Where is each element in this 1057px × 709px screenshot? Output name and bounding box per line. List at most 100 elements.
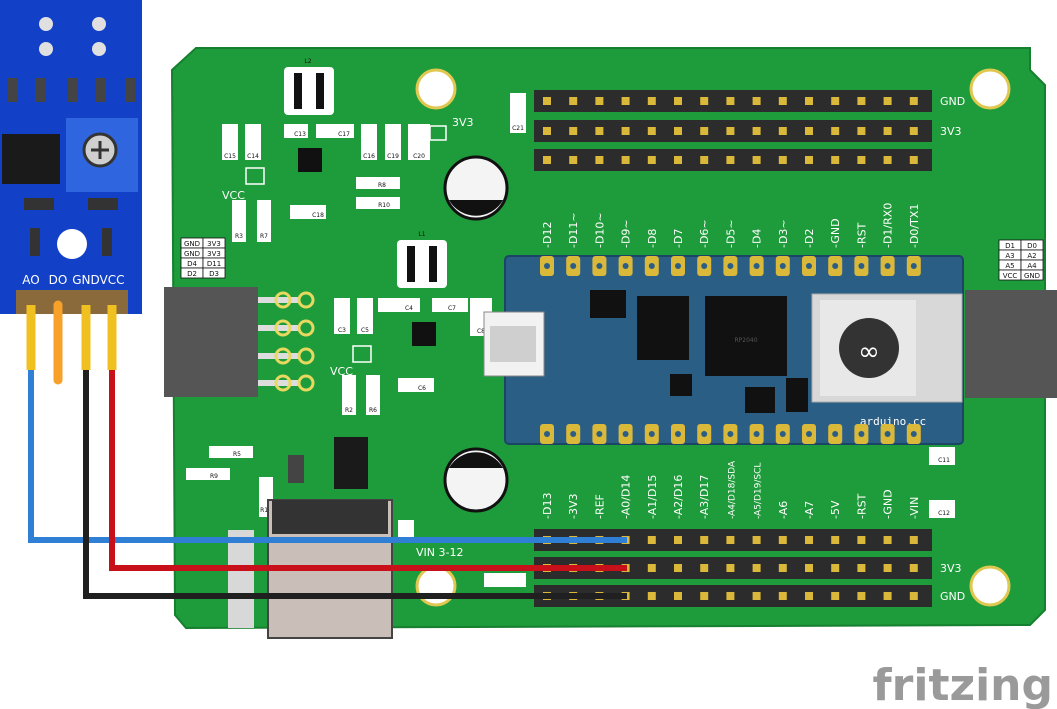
header-pin[interactable] <box>647 156 656 164</box>
header-pin[interactable] <box>778 592 787 600</box>
header-pin[interactable] <box>647 97 656 105</box>
wire-vcc[interactable] <box>107 305 627 571</box>
header-pin[interactable] <box>621 156 630 164</box>
header-pin[interactable] <box>647 564 656 572</box>
wire-ao[interactable] <box>26 305 627 543</box>
header-pin[interactable] <box>569 127 578 135</box>
header-pin[interactable] <box>805 156 813 164</box>
label-l2: L2 <box>304 58 311 65</box>
header-pin[interactable] <box>883 592 892 600</box>
header-pin[interactable] <box>778 127 787 135</box>
header-pin[interactable] <box>909 564 918 572</box>
header-pin[interactable] <box>909 156 918 164</box>
label-vcc-2: VCC <box>330 365 353 378</box>
header-pin[interactable] <box>752 97 761 105</box>
header-pin[interactable] <box>778 536 787 544</box>
header-pin[interactable] <box>831 156 840 164</box>
header-pin[interactable] <box>778 156 787 164</box>
header-pin[interactable] <box>909 536 918 544</box>
header-pin[interactable] <box>543 97 551 105</box>
top-pin-label: -D2 <box>803 229 816 248</box>
header-pin[interactable] <box>543 127 551 135</box>
header-pin[interactable] <box>726 97 735 105</box>
header-pin[interactable] <box>700 536 709 544</box>
header-pin[interactable] <box>752 536 761 544</box>
header-pin[interactable] <box>857 564 866 572</box>
header-pin[interactable] <box>857 127 866 135</box>
header-pin[interactable] <box>752 564 761 572</box>
header-pin[interactable] <box>726 127 735 135</box>
header-pin[interactable] <box>805 127 813 135</box>
header-pin[interactable] <box>700 97 709 105</box>
label-r8: R8 <box>378 182 386 189</box>
label-r3: R3 <box>235 233 243 240</box>
header-pin[interactable] <box>857 592 866 600</box>
header-pin[interactable] <box>674 97 682 105</box>
header-pin[interactable] <box>621 127 630 135</box>
header-pin[interactable] <box>726 156 735 164</box>
header-pin[interactable] <box>674 536 682 544</box>
label-r5: R5 <box>233 451 241 458</box>
capacitor-vin <box>484 573 526 587</box>
header-pin[interactable] <box>857 536 866 544</box>
header-pin[interactable] <box>909 97 918 105</box>
bottom-pin-label: -A4/D18/SDA <box>727 460 737 519</box>
header-pin[interactable] <box>805 536 813 544</box>
header-pin[interactable] <box>778 97 787 105</box>
header-pin[interactable] <box>674 592 682 600</box>
header-pin[interactable] <box>752 127 761 135</box>
header-pin[interactable] <box>700 127 709 135</box>
header-pin[interactable] <box>700 156 709 164</box>
nano-pins <box>540 256 921 444</box>
header-pin[interactable] <box>883 97 892 105</box>
pin-table-cell: D4 <box>187 260 197 268</box>
header-pin[interactable] <box>595 127 604 135</box>
header-pin[interactable] <box>883 127 892 135</box>
header-pin[interactable] <box>805 97 813 105</box>
header-pin[interactable] <box>831 127 840 135</box>
header-pin[interactable] <box>831 97 840 105</box>
header-pin[interactable] <box>883 156 892 164</box>
header-pin[interactable] <box>569 156 578 164</box>
header-pin[interactable] <box>752 156 761 164</box>
header-pin[interactable] <box>595 156 604 164</box>
header-rows: GND3V33V3GND-D12-D11~-D10~-D9~-D8-D7-D6~… <box>534 90 965 607</box>
header-pin[interactable] <box>674 156 682 164</box>
header-pin[interactable] <box>647 536 656 544</box>
header-pin[interactable] <box>805 564 813 572</box>
bottom-pin-label: -REF <box>593 494 606 519</box>
ic-chip <box>298 148 322 172</box>
wire-gnd[interactable] <box>81 305 627 599</box>
header-pin[interactable] <box>831 564 840 572</box>
bottom-pin-label: -RST <box>855 493 868 519</box>
header-pin[interactable] <box>543 156 551 164</box>
header-pin[interactable] <box>674 564 682 572</box>
label-c11: C11 <box>938 457 950 464</box>
pin-table-cell: GND <box>184 250 200 258</box>
header-pin[interactable] <box>857 156 866 164</box>
header-pin[interactable] <box>674 127 682 135</box>
header-pin[interactable] <box>569 97 578 105</box>
header-pin[interactable] <box>883 564 892 572</box>
rp2040-text: RP2040 <box>734 337 757 344</box>
header-pin[interactable] <box>726 536 735 544</box>
header-pin[interactable] <box>883 536 892 544</box>
header-pin[interactable] <box>831 592 840 600</box>
header-pin[interactable] <box>700 564 709 572</box>
header-pin[interactable] <box>778 564 787 572</box>
header-pin[interactable] <box>857 97 866 105</box>
header-pin[interactable] <box>726 592 735 600</box>
label-c5: C5 <box>361 327 369 334</box>
header-pin[interactable] <box>621 97 630 105</box>
header-pin[interactable] <box>909 127 918 135</box>
header-pin[interactable] <box>805 592 813 600</box>
header-pin[interactable] <box>647 592 656 600</box>
header-pin[interactable] <box>909 592 918 600</box>
header-pin[interactable] <box>752 592 761 600</box>
header-pin[interactable] <box>726 564 735 572</box>
header-pin[interactable] <box>595 97 604 105</box>
sensor-pin-label: GND <box>72 273 100 287</box>
header-pin[interactable] <box>700 592 709 600</box>
header-pin[interactable] <box>647 127 656 135</box>
header-pin[interactable] <box>831 536 840 544</box>
